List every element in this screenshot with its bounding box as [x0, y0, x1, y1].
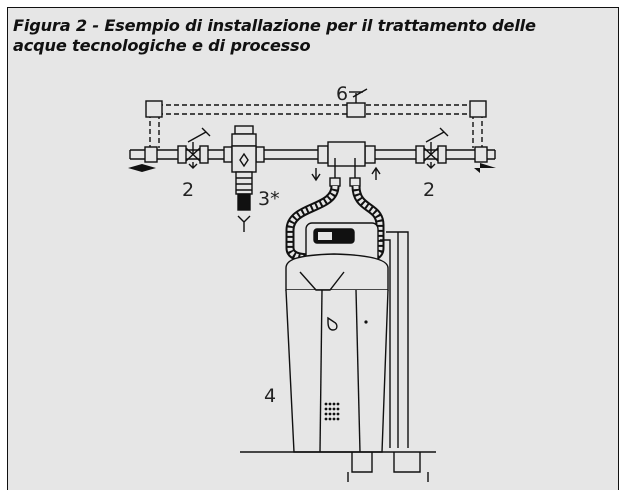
shutoff-valve-left	[177, 127, 211, 169]
label-softener: 4	[264, 385, 276, 407]
vent-grille	[324, 402, 340, 421]
inlet-arrow-icon	[128, 164, 156, 172]
brand-logo-icon	[327, 316, 338, 331]
drain-pipes	[380, 231, 409, 448]
connection-block	[311, 141, 381, 187]
shutoff-valve-right	[415, 127, 449, 169]
main-pipe	[129, 146, 496, 163]
figure-caption: Figura 2 - Esempio di installazione per …	[13, 16, 613, 56]
label-valve-right: 2	[423, 179, 435, 201]
floor	[240, 451, 436, 482]
caption-line-1: Figura 2 - Esempio di installazione per …	[13, 16, 536, 35]
bypass-valve	[346, 88, 368, 118]
caption-line-2: acque tecnologiche e di processo	[13, 36, 311, 55]
label-filter: 3*	[258, 188, 280, 210]
bypass-pipe	[145, 100, 487, 148]
label-valve-left: 2	[182, 179, 194, 201]
softener-cabinet	[285, 253, 389, 453]
label-bypass-valve: 6	[336, 83, 348, 105]
filter-unit	[223, 125, 265, 232]
outlet-arrow-icon	[474, 163, 496, 173]
